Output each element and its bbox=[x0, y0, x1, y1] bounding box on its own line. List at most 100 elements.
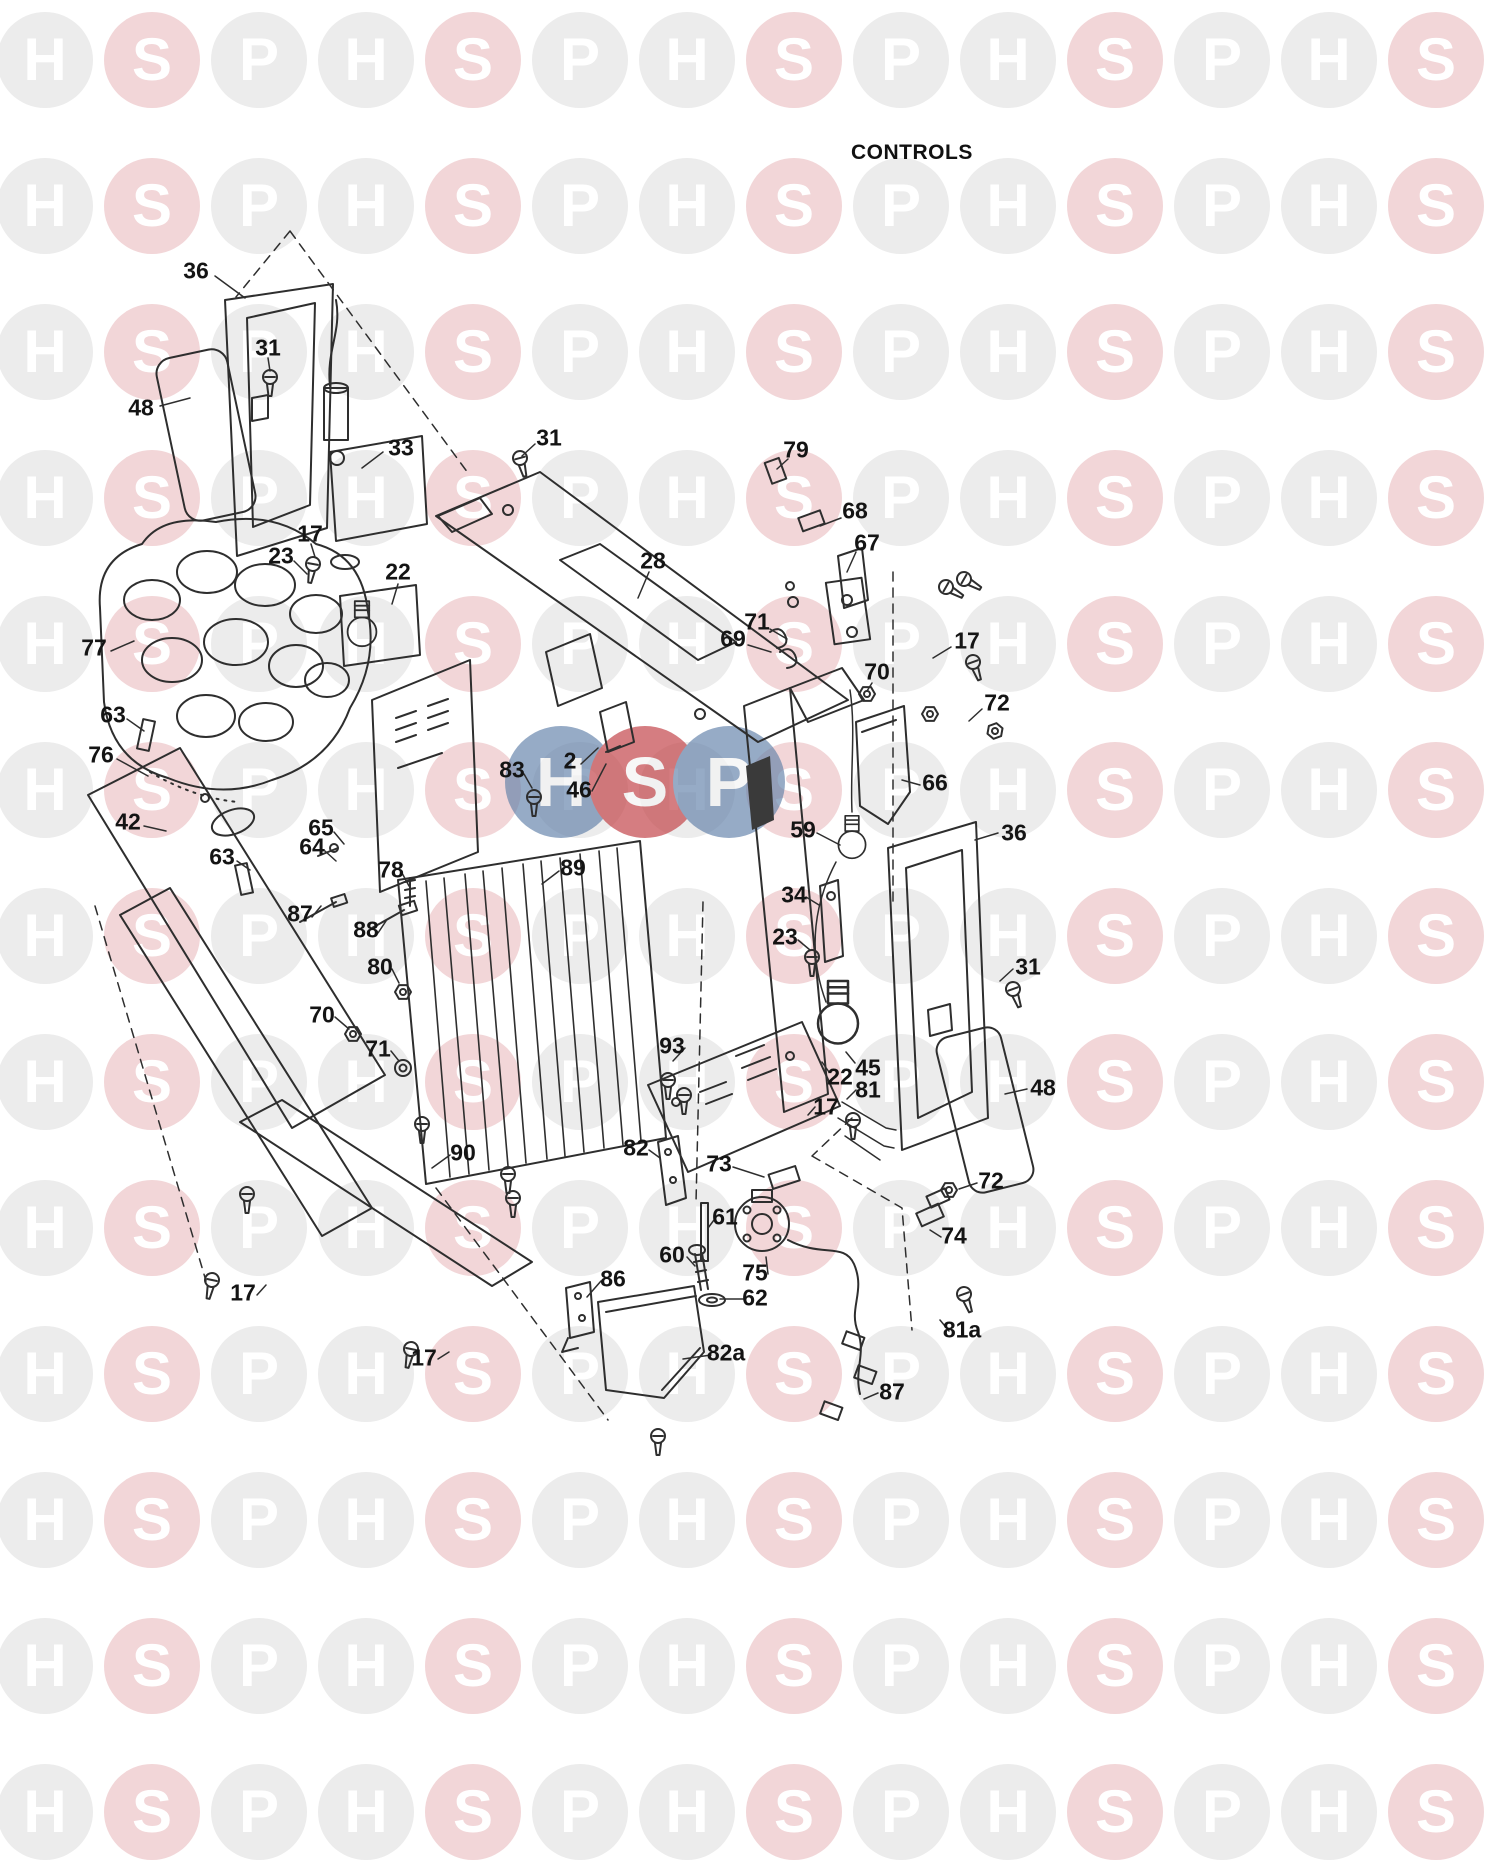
watermark-letter-s: S bbox=[746, 888, 842, 984]
watermark-letter-p: P bbox=[1174, 1764, 1270, 1860]
watermark-letter-h: H bbox=[1281, 158, 1377, 254]
watermark-letter-s: S bbox=[1067, 1180, 1163, 1276]
part-label-76: 76 bbox=[88, 741, 114, 768]
igniter-parts bbox=[299, 843, 419, 929]
valve-cluster bbox=[763, 456, 872, 669]
part-label-93: 93 bbox=[659, 1032, 685, 1059]
watermark-letter-h: H bbox=[639, 12, 735, 108]
watermark-letter-s: S bbox=[104, 158, 200, 254]
watermark-letter-h: H bbox=[318, 1034, 414, 1130]
wires-81 bbox=[837, 1101, 897, 1161]
bracket-wedge bbox=[545, 633, 603, 707]
watermark-letter-s: S bbox=[104, 1472, 200, 1568]
part-label-48: 48 bbox=[1030, 1074, 1056, 1101]
part-label-46: 46 bbox=[566, 776, 592, 803]
watermark-letter-p: P bbox=[532, 1764, 628, 1860]
watermark-letter-p: P bbox=[532, 450, 628, 546]
watermark-letter-h: H bbox=[1281, 1180, 1377, 1276]
watermark-letter-h: H bbox=[639, 1764, 735, 1860]
part-label-31: 31 bbox=[255, 334, 281, 361]
part-label-2: 2 bbox=[563, 747, 577, 774]
watermark-letter-h: H bbox=[0, 1472, 93, 1568]
part-label-22: 22 bbox=[385, 558, 411, 585]
part-label-28: 28 bbox=[640, 547, 666, 574]
watermark-letter-p: P bbox=[1174, 158, 1270, 254]
strip-82 bbox=[657, 1135, 687, 1206]
watermark-letter-h: H bbox=[1281, 12, 1377, 108]
part-label-62: 62 bbox=[742, 1284, 768, 1311]
watermark-letter-s: S bbox=[1067, 158, 1163, 254]
part-label-17: 17 bbox=[297, 520, 323, 547]
watermark-letter-p: P bbox=[211, 1326, 307, 1422]
watermark-letter-s: S bbox=[425, 450, 521, 546]
watermark-letter-s: S bbox=[425, 1326, 521, 1422]
watermark-letter-p: P bbox=[853, 596, 949, 692]
watermark-letter-p: P bbox=[211, 1180, 307, 1276]
watermark-letter-p: P bbox=[1174, 1618, 1270, 1714]
watermark-letter-h: H bbox=[639, 1326, 735, 1422]
watermark-letter-s: S bbox=[746, 158, 842, 254]
watermark-letter-p: P bbox=[853, 1326, 949, 1422]
part-label-45: 45 bbox=[855, 1054, 881, 1081]
watermark-letter-h: H bbox=[318, 1764, 414, 1860]
watermark-letter-s: S bbox=[1067, 1764, 1163, 1860]
burner-panel bbox=[397, 840, 667, 1185]
watermark-letter-s: S bbox=[1388, 1764, 1484, 1860]
part-label-90: 90 bbox=[450, 1139, 476, 1166]
part-label-17: 17 bbox=[411, 1344, 437, 1371]
watermark-letter-p: P bbox=[532, 158, 628, 254]
watermark-letter-s: S bbox=[104, 1326, 200, 1422]
leader-lines bbox=[110, 275, 1028, 1400]
glass-panel-left bbox=[155, 348, 257, 522]
watermark-letter-s: S bbox=[1067, 1034, 1163, 1130]
watermark-letter-p: P bbox=[1174, 1180, 1270, 1276]
watermark-letter-s: S bbox=[104, 304, 200, 400]
part-label-79: 79 bbox=[783, 436, 809, 463]
part-label-73: 73 bbox=[706, 1150, 732, 1177]
watermark-letter-h: H bbox=[960, 1472, 1056, 1568]
watermark-letter-s: S bbox=[1067, 1326, 1163, 1422]
vent-panel bbox=[371, 659, 479, 893]
watermark-letter-p: P bbox=[1174, 304, 1270, 400]
sensor-bulbs bbox=[814, 689, 867, 1045]
part-label-75: 75 bbox=[742, 1259, 768, 1286]
watermark-letter-h: H bbox=[0, 1618, 93, 1714]
watermark-letter-h: H bbox=[1281, 1326, 1377, 1422]
part-label-82a: 82a bbox=[706, 1339, 746, 1366]
watermark-letter-h: H bbox=[318, 1472, 414, 1568]
part-label-63: 63 bbox=[100, 701, 126, 728]
watermark-letter-s: S bbox=[425, 1472, 521, 1568]
watermark-letter-h: H bbox=[0, 304, 93, 400]
screws bbox=[200, 369, 1028, 1456]
fixing-set bbox=[688, 1202, 726, 1307]
part-label-81a: 81a bbox=[942, 1316, 982, 1343]
watermark-letter-p: P bbox=[1174, 888, 1270, 984]
watermark-letter-h: H bbox=[1281, 888, 1377, 984]
bracket-2-46 bbox=[599, 701, 635, 753]
watermark-letter-s: S bbox=[1067, 742, 1163, 838]
watermark-letter-p: P bbox=[853, 304, 949, 400]
part-label-33: 33 bbox=[388, 434, 414, 461]
part-label-72: 72 bbox=[984, 689, 1010, 716]
watermark-letter-h: H bbox=[318, 12, 414, 108]
part-label-71: 71 bbox=[365, 1035, 391, 1062]
watermark-letter-h: H bbox=[639, 888, 735, 984]
watermark-letter-h: H bbox=[1281, 1764, 1377, 1860]
watermark-letter-h: H bbox=[0, 1034, 93, 1130]
bracket-86 bbox=[561, 1281, 595, 1353]
coals bbox=[98, 517, 372, 791]
watermark-letter-p: P bbox=[853, 1618, 949, 1714]
watermark-letter-s: S bbox=[746, 1764, 842, 1860]
pilot-assembly bbox=[323, 299, 428, 570]
watermark-letter-p: P bbox=[853, 158, 949, 254]
watermark-letter-s: S bbox=[746, 304, 842, 400]
watermark-letter-s: S bbox=[104, 742, 200, 838]
watermark-letter-h: H bbox=[318, 158, 414, 254]
watermark-letter-h: H bbox=[0, 888, 93, 984]
watermark-letter-s: S bbox=[1067, 12, 1163, 108]
glass-panel-right bbox=[935, 1026, 1035, 1194]
bottom-rail bbox=[239, 1099, 533, 1287]
watermark-letter-h: H bbox=[960, 1326, 1056, 1422]
watermark-letter-p: P bbox=[532, 1180, 628, 1276]
